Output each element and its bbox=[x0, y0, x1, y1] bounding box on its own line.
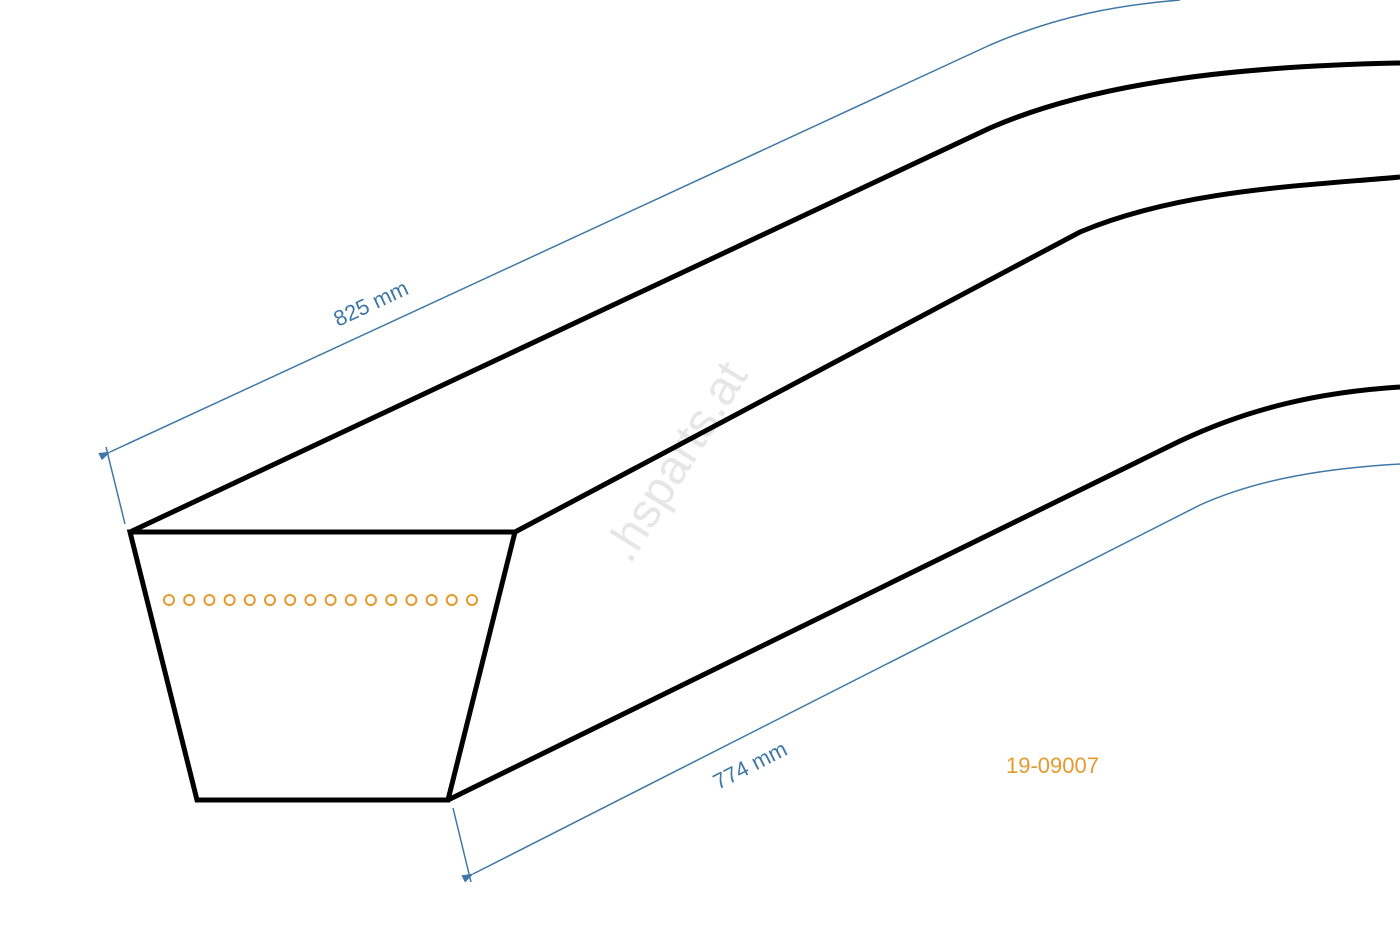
cord-circle bbox=[425, 594, 438, 606]
part-number: 19-09007 bbox=[1006, 753, 1099, 778]
cord-circle bbox=[466, 594, 478, 606]
cord-circle bbox=[324, 594, 337, 606]
cord-circle bbox=[284, 594, 297, 606]
belt-bottom-edge bbox=[446, 384, 1400, 803]
cord-circle bbox=[405, 594, 418, 606]
outer-extension-line bbox=[105, 446, 126, 525]
tension-cords bbox=[163, 594, 478, 606]
cord-circle bbox=[264, 594, 276, 606]
cord-circle bbox=[223, 594, 236, 606]
belt-top-outer-edge bbox=[128, 60, 1400, 535]
outer-length-label: 825 mm bbox=[330, 275, 413, 331]
inner-extension-line bbox=[452, 807, 472, 883]
cord-circle bbox=[365, 594, 377, 606]
cord-circle bbox=[445, 594, 458, 606]
cord-circle bbox=[183, 594, 196, 606]
cord-circle bbox=[163, 594, 175, 606]
cord-circle bbox=[304, 594, 317, 606]
inner-dimension-line bbox=[461, 463, 1400, 883]
cord-circle bbox=[203, 594, 216, 606]
belt-cross-section bbox=[126, 529, 519, 803]
watermark: .hsparts.at bbox=[594, 353, 758, 571]
outer-dimension-line bbox=[98, 0, 1181, 461]
belt-top-inner-edge bbox=[513, 174, 1400, 535]
cord-circle bbox=[243, 594, 256, 606]
inner-length-label: 774 mm bbox=[709, 736, 791, 794]
cord-circle bbox=[385, 594, 398, 606]
cord-circle bbox=[344, 594, 357, 606]
